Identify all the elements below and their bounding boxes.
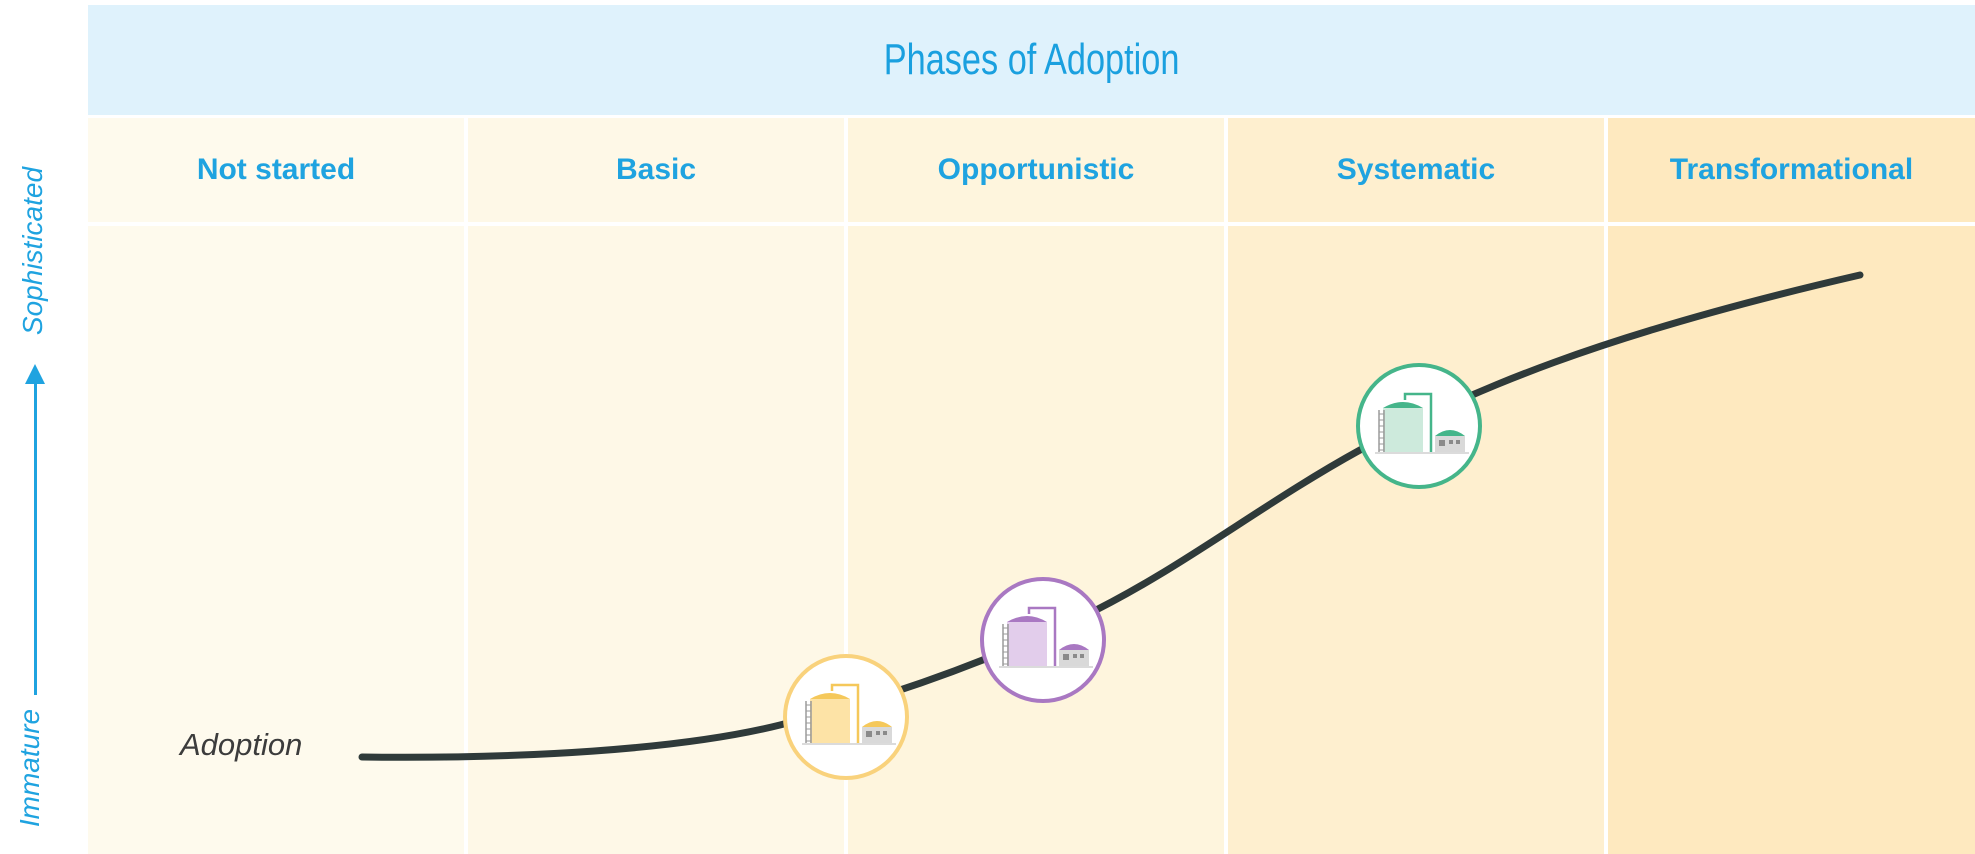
diagram-title: Phases of Adoption [883,35,1180,84]
phase-header: Not started [88,118,464,226]
phase-column-transformational: Transformational [1608,118,1975,854]
phase-header: Transformational [1608,118,1975,226]
phase-column-not-started: Not started [88,118,468,854]
phase-label: Transformational [1669,153,1914,186]
phase-header: Systematic [1228,118,1604,226]
axis-arrowhead [25,364,45,384]
phase-header: Opportunistic [848,118,1224,226]
phase-label: Systematic [1336,153,1496,186]
facility-markers [783,363,1482,780]
phase-label: Opportunistic [937,153,1135,186]
phase-columns: Not started Basic Opportunistic Systemat… [88,118,1975,854]
basic-facility-icon [783,654,909,780]
header-band: Phases of Adoption [88,5,1975,115]
phase-header: Basic [468,118,844,226]
adoption-curve-label: Adoption [180,727,303,762]
adoption-curve [358,271,1864,761]
phase-label: Not started [196,153,356,186]
opportunistic-facility-icon [980,577,1106,703]
axis-line [34,380,37,695]
phase-label: Basic [615,153,697,186]
phase-column-opportunistic: Opportunistic [848,118,1228,854]
systematic-facility-icon [1356,363,1482,489]
